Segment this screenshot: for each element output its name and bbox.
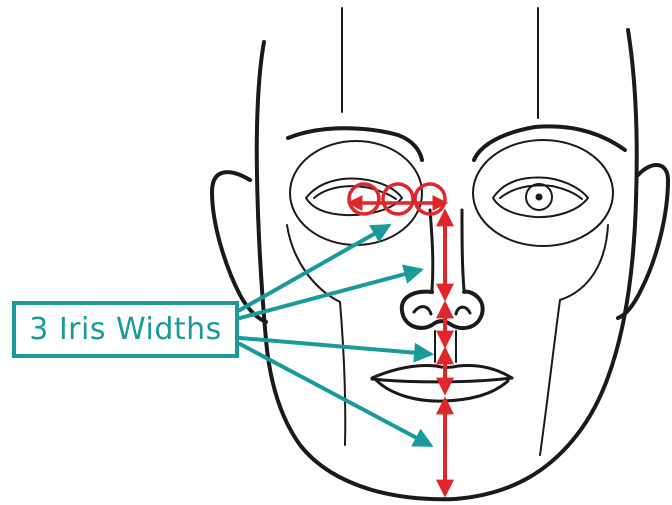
right-ear xyxy=(618,165,668,318)
iris-widths-label: 3 Iris Widths xyxy=(29,312,222,347)
head-outline-right xyxy=(455,30,637,499)
right-eye-socket xyxy=(473,140,613,246)
left-cheek-plane xyxy=(287,225,345,445)
face-drawing xyxy=(212,8,668,499)
head-outline-left xyxy=(257,42,455,499)
callout-arrows xyxy=(240,226,430,445)
upper-lip xyxy=(372,366,512,379)
nose-bridge-left xyxy=(430,210,433,290)
iris-widths-label-box: 3 Iris Widths xyxy=(12,301,239,358)
mouth-line xyxy=(372,378,512,382)
right-eyebrow xyxy=(474,126,625,160)
iris-width-circle-2 xyxy=(383,184,413,214)
right-nostril xyxy=(456,307,470,314)
right-pupil xyxy=(536,194,543,201)
left-nostril xyxy=(414,307,431,314)
right-cheek-plane xyxy=(540,225,608,455)
nose-bridge-right xyxy=(462,210,464,290)
iris-width-circle-1 xyxy=(349,184,379,214)
